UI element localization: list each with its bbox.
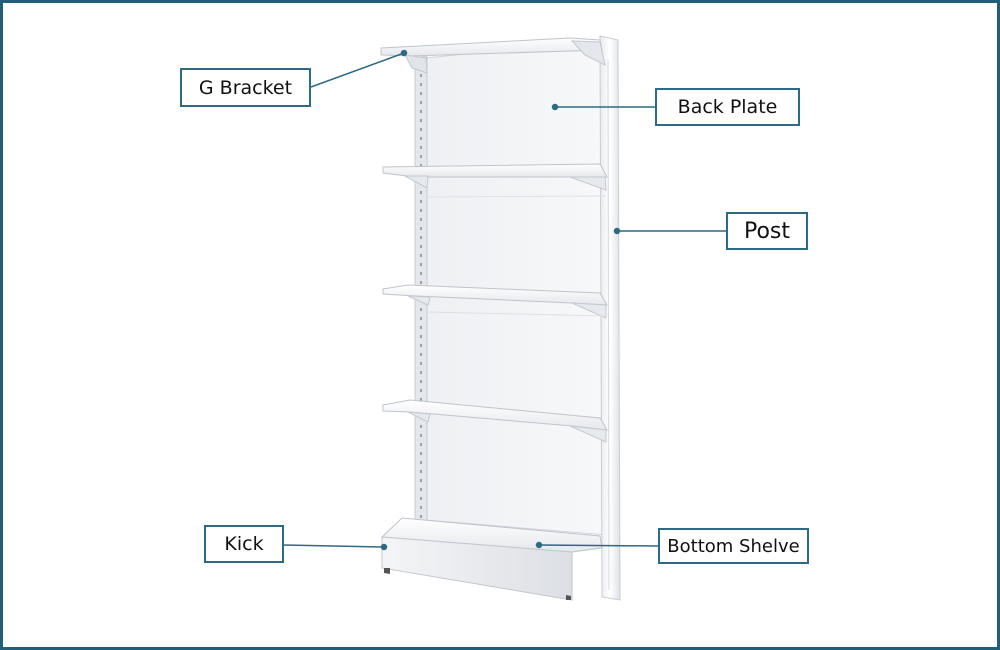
post <box>600 36 620 600</box>
label-g-bracket-text: G Bracket <box>199 77 292 99</box>
label-post: Post <box>726 212 808 250</box>
label-back-plate: Back Plate <box>655 88 800 126</box>
label-post-text: Post <box>744 219 790 244</box>
label-kick: Kick <box>204 525 284 563</box>
leader-bottom-shelve <box>539 545 658 546</box>
label-bottom-shelve: Bottom Shelve <box>658 528 809 564</box>
label-kick-text: Kick <box>224 533 263 555</box>
leader-kick <box>284 545 384 547</box>
leader-g-bracket <box>311 53 404 87</box>
label-g-bracket: G Bracket <box>180 68 311 107</box>
label-bottom-shelve-text: Bottom Shelve <box>667 536 799 557</box>
label-back-plate-text: Back Plate <box>678 96 778 118</box>
